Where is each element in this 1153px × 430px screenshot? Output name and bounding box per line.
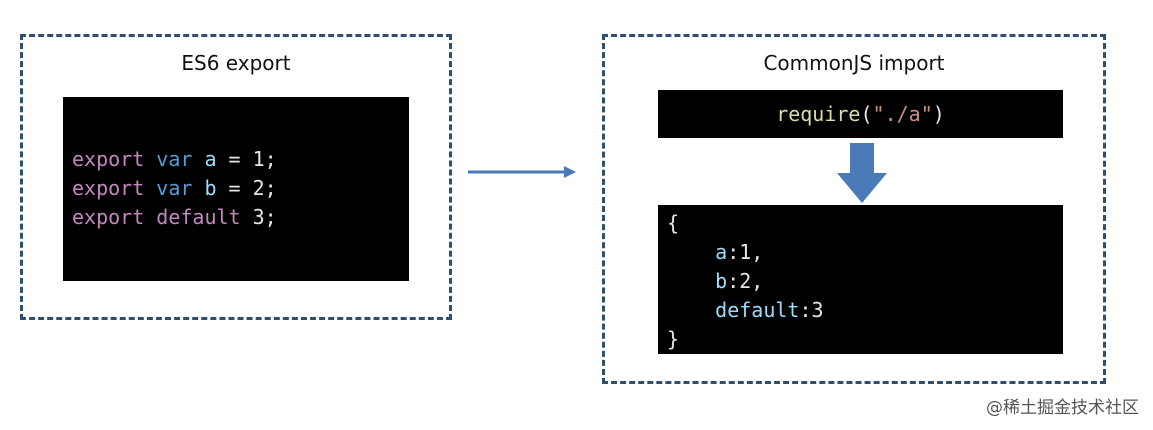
code-text: = 1;	[216, 147, 277, 171]
keyword-export: export	[72, 147, 145, 171]
keyword-var: var	[156, 147, 193, 171]
object-value: :3	[799, 298, 824, 322]
es6-export-panel: ES6 export export var a = 1; export var …	[20, 34, 452, 320]
commonjs-import-title: CommonJS import	[763, 51, 945, 75]
code-line: export default 3;	[72, 205, 277, 229]
object-value: :2,	[727, 269, 764, 293]
paren-open: (	[860, 102, 873, 126]
down-arrow-icon	[837, 143, 887, 203]
es6-code-block: export var a = 1; export var b = 2; expo…	[63, 97, 409, 281]
object-key: default	[715, 298, 800, 322]
keyword-var: var	[156, 176, 193, 200]
identifier: b	[204, 176, 217, 200]
brace-close: }	[667, 327, 680, 351]
object-key: a	[715, 240, 728, 264]
right-arrow-icon	[468, 166, 576, 178]
paren-close: )	[932, 102, 945, 126]
commonjs-import-panel: CommonJS import require("./a") { a:1, b:…	[602, 34, 1106, 384]
identifier: a	[204, 147, 217, 171]
object-value: :1,	[727, 240, 764, 264]
keyword-export: export	[72, 205, 145, 229]
brace-open: {	[667, 211, 680, 235]
code-text: 3;	[240, 205, 277, 229]
keyword-default: default	[156, 205, 241, 229]
exports-object-block: { a:1, b:2, default:3 }	[658, 205, 1063, 354]
module-path: "./a"	[872, 102, 933, 126]
object-key: b	[715, 269, 728, 293]
es6-export-title: ES6 export	[181, 51, 291, 75]
watermark: @稀土掘金技术社区	[986, 398, 1139, 418]
code-line: export var a = 1;	[72, 147, 277, 171]
keyword-export: export	[72, 176, 145, 200]
code-line: export var b = 2;	[72, 176, 277, 200]
require-function: require	[776, 102, 861, 126]
code-text: = 2;	[216, 176, 277, 200]
require-call-block: require("./a")	[658, 90, 1063, 138]
